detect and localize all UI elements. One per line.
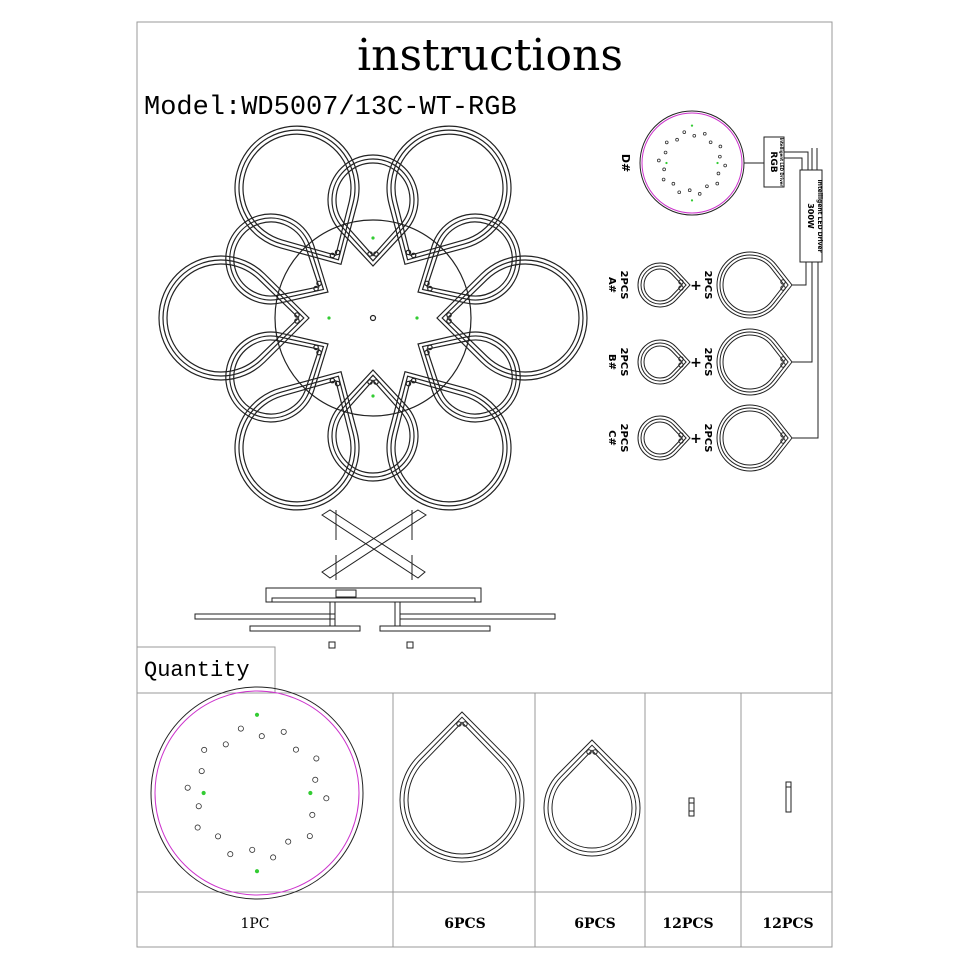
- fixture-top-view: [158, 125, 588, 511]
- part-large-ring: [399, 711, 525, 863]
- part-small-ring: [543, 739, 641, 857]
- rgb-controller-box: [763, 136, 785, 188]
- large-ring-arm: [386, 370, 512, 511]
- large-ring-arm: [234, 125, 360, 266]
- part-screw: [785, 781, 792, 813]
- small-ring-arm: [225, 331, 329, 423]
- row-label: C#: [606, 430, 617, 446]
- plus-sign: +: [690, 431, 702, 447]
- part-connector: [688, 797, 695, 817]
- small-ring-C#: [637, 415, 691, 461]
- row-right-qty: 2PCS: [702, 423, 713, 452]
- plus-sign: +: [690, 278, 702, 294]
- row-right-qty: 2PCS: [702, 347, 713, 376]
- small-ring-arm: [327, 154, 419, 267]
- large-ring-C#: [716, 404, 793, 472]
- led-driver-power: 300W: [806, 203, 815, 229]
- plus-sign: +: [690, 355, 702, 371]
- small-ring-arm: [225, 213, 329, 305]
- row-left-qty: 2PCS: [618, 423, 629, 452]
- led-driver-label: Intelligent LED Driver: [816, 179, 823, 252]
- quantity-heading: Quantity: [144, 658, 250, 683]
- small-ring-B#: [637, 339, 691, 385]
- mounting-bracket: [321, 509, 427, 580]
- quantity-table: [137, 692, 832, 947]
- large-ring-A#: [716, 251, 793, 319]
- led-driver-box: [799, 169, 823, 263]
- rgb-controller-label: RGB: [768, 151, 778, 172]
- wiring-diagram: D# RGB Intelligent LED Driver Intelligen…: [619, 110, 823, 472]
- small-ring-arm: [417, 213, 521, 305]
- center-panel-outline: [274, 219, 472, 417]
- row-label: B#: [606, 354, 617, 370]
- row-left-qty: 2PCS: [618, 347, 629, 376]
- large-ring-arm: [386, 125, 512, 266]
- small-ring-arm: [417, 331, 521, 423]
- qty-screw: 12PCS: [762, 916, 813, 932]
- qty-panel: 1PC: [240, 916, 269, 932]
- model-number: Model:WD5007/13C-WT-RGB: [144, 93, 517, 123]
- qty-connector: 12PCS: [662, 916, 713, 932]
- small-ring-A#: [637, 262, 691, 308]
- large-ring-arm: [158, 255, 310, 381]
- large-ring-B#: [716, 328, 793, 396]
- row-label: A#: [606, 277, 617, 293]
- panel-d-label: D#: [619, 154, 632, 172]
- rgb-controller-sublabel: Intelligent LED Driver: [779, 138, 784, 187]
- page-frame: [136, 21, 833, 948]
- small-ring-arm: [327, 369, 419, 482]
- part-center-panel: [150, 686, 364, 900]
- large-ring-arm: [436, 255, 588, 381]
- row-left-qty: 2PCS: [618, 270, 629, 299]
- qty-small-ring: 6PCS: [574, 916, 616, 932]
- fixture-side-view: [194, 587, 556, 649]
- page-title: instructions: [357, 30, 623, 81]
- large-ring-arm: [234, 370, 360, 511]
- row-right-qty: 2PCS: [702, 270, 713, 299]
- qty-large-ring: 6PCS: [444, 916, 486, 932]
